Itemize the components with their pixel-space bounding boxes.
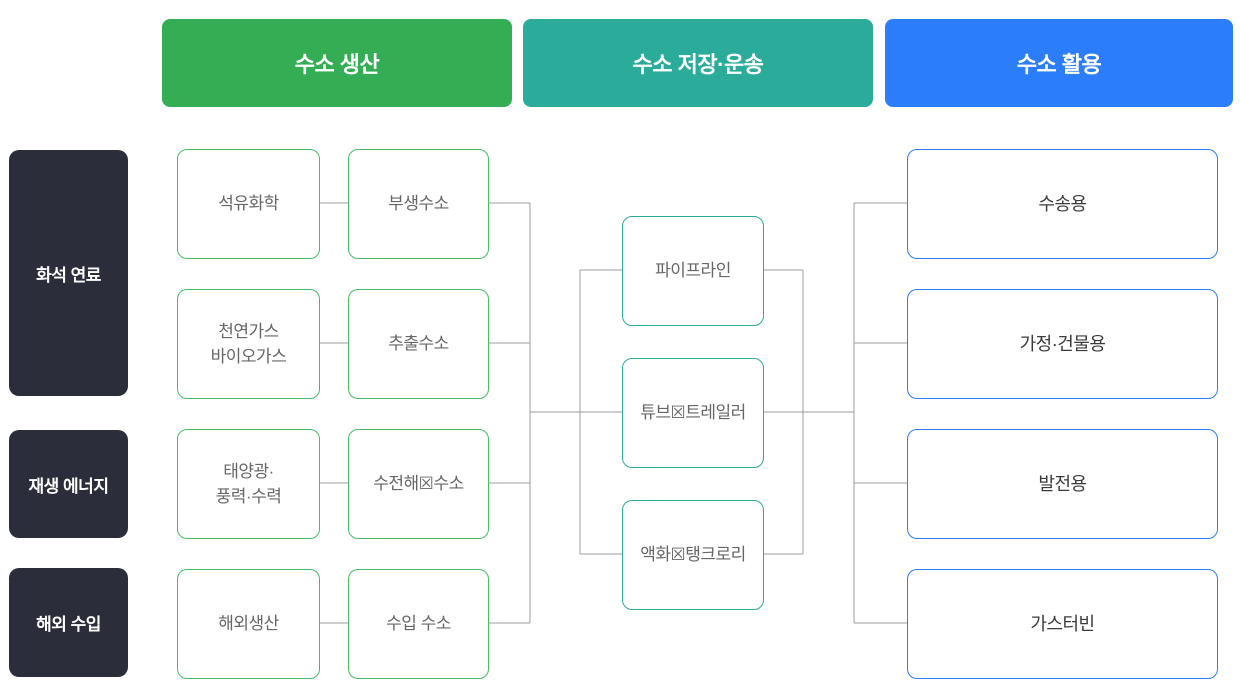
node-power-generation-use: 발전용 <box>907 429 1218 539</box>
node-byproduct-hydrogen: 부생수소 <box>348 149 489 259</box>
node-gas-turbine: 가스터빈 <box>907 569 1218 679</box>
source-renewable-energy: 재생 에너지 <box>9 430 128 538</box>
source-fossil-fuel: 화석 연료 <box>9 150 128 396</box>
node-overseas-production: 해외생산 <box>177 569 320 679</box>
node-transport-use: 수송용 <box>907 149 1218 259</box>
node-pipeline: 파이프라인 <box>622 216 764 326</box>
node-imported-hydrogen: 수입 수소 <box>348 569 489 679</box>
source-overseas-import: 해외 수입 <box>9 568 128 677</box>
node-home-building-use: 가정·건물용 <box>907 289 1218 399</box>
header-hydrogen-production: 수소 생산 <box>162 19 512 107</box>
node-liquefied-tank-lorry: 액화☒탱크로리 <box>622 500 764 610</box>
node-extracted-hydrogen: 추출수소 <box>348 289 489 399</box>
node-electrolysis-hydrogen: 수전해☒수소 <box>348 429 489 539</box>
header-hydrogen-utilization: 수소 활용 <box>885 19 1233 107</box>
node-solar-wind-hydro: 태양광· 풍력·수력 <box>177 429 320 539</box>
header-hydrogen-storage-transport: 수소 저장·운송 <box>523 19 873 107</box>
node-tube-trailer: 튜브☒트레일러 <box>622 358 764 468</box>
node-natural-gas-biogas: 천연가스 바이오가스 <box>177 289 320 399</box>
node-petrochemical: 석유화학 <box>177 149 320 259</box>
